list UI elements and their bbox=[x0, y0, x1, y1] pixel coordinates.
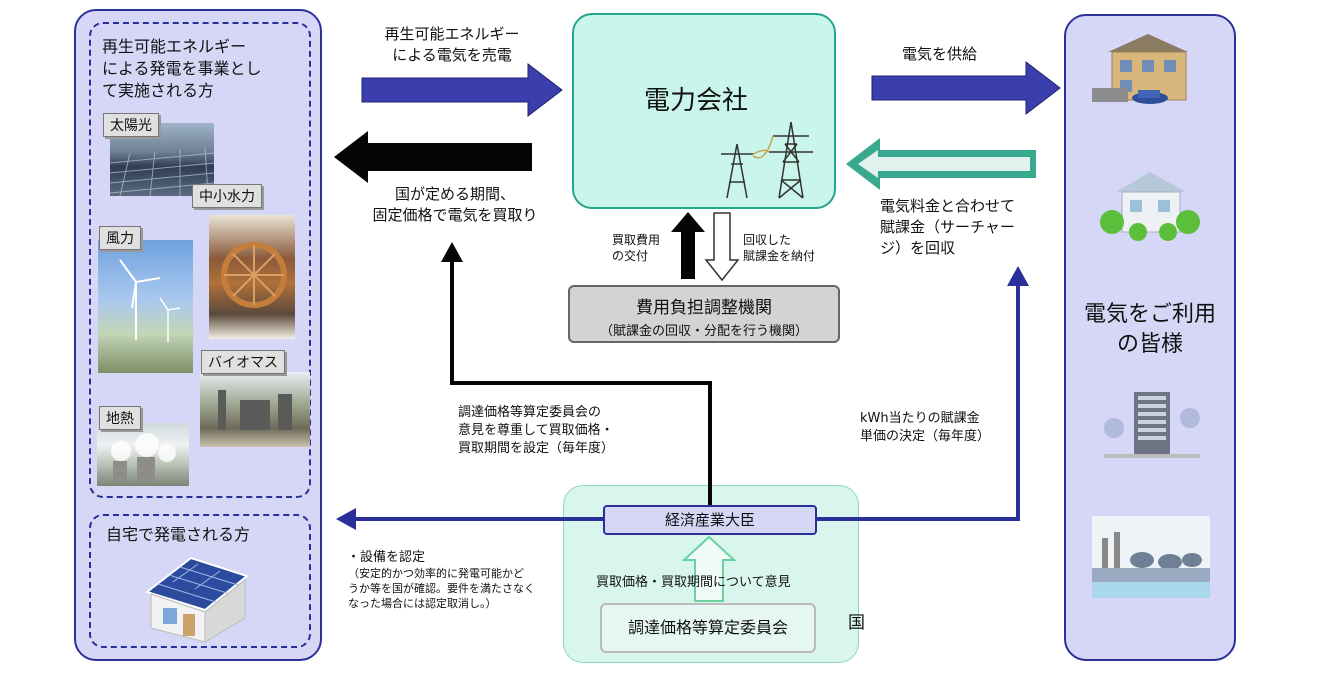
wind-turbine-photo bbox=[98, 240, 193, 373]
price-setting-line bbox=[450, 260, 712, 505]
sell-electricity-text: 再生可能エネルギー による電気を売電 bbox=[384, 25, 520, 64]
certify-text: ・設備を認定 bbox=[347, 550, 426, 565]
home-generators-box bbox=[89, 514, 311, 648]
procurement-price-committee-box: 調達価格等算定委員会 bbox=[600, 603, 816, 653]
purchase-opinion-text: 買取価格・買取期間について意見 bbox=[596, 575, 791, 590]
hydro-label: 中小水力 bbox=[192, 184, 262, 208]
committee-opinion-text: 調達価格等算定委員会の 意見を尊重して買取価格・ 買取期間を設定（毎年度） bbox=[458, 405, 615, 456]
government-label: 国 bbox=[848, 613, 865, 633]
solar-farm-photo bbox=[110, 123, 214, 196]
surcharge-payment-text: 回収した 賦課金を納付 bbox=[743, 233, 816, 263]
meti-minister-box: 経済産業大臣 bbox=[603, 505, 817, 535]
business-generators-box bbox=[89, 22, 311, 498]
supply-electricity-arrow bbox=[871, 60, 1061, 116]
business-generators-title: 再生可能エネルギー による発電を事業とし て実施される方 bbox=[102, 37, 262, 100]
surcharge-down-arrow bbox=[704, 212, 740, 282]
committee-opinion-arrow bbox=[681, 535, 737, 602]
adjustment-subtitle: （賦課金の回収・分配を行う機関） bbox=[599, 324, 808, 339]
solar-house-icon bbox=[143, 552, 250, 644]
surcharge-rate-line bbox=[817, 284, 1020, 521]
certify-note: （安定的かつ効率的に発電可能かど うか等を国が確認。要件を満たさなく なった場合… bbox=[348, 567, 535, 610]
solar-label: 太陽光 bbox=[103, 113, 159, 137]
hydro-wheel-photo bbox=[209, 215, 295, 339]
electric-utility-box bbox=[572, 13, 836, 209]
residence-with-trees-icon bbox=[1098, 166, 1200, 242]
transmission-tower-icon bbox=[719, 118, 829, 200]
kwh-surcharge-text: kWh当たりの賦課金 単価の決定（毎年度） bbox=[860, 411, 991, 444]
cost-adjustment-organization: 費用負担調整機関 （賦課金の回収・分配を行う機関） bbox=[568, 285, 840, 343]
subsidy-up-arrow bbox=[671, 212, 705, 279]
electric-utility-title: 電力会社 bbox=[644, 86, 749, 116]
wind-label: 風力 bbox=[99, 226, 141, 250]
house-with-car-icon bbox=[1088, 30, 1198, 108]
supply-electricity-text: 電気を供給 bbox=[902, 45, 978, 63]
sell-electricity-arrow bbox=[361, 62, 563, 118]
adjustment-title: 費用負担調整機関 bbox=[636, 298, 772, 318]
geothermal-photo bbox=[97, 423, 189, 486]
home-generators-title: 自宅で発電される方 bbox=[106, 525, 251, 544]
surcharge-collect-text: 電気料金と合わせて 賦課金（サーチャー ジ）を回収 bbox=[880, 197, 1016, 257]
factory-icon bbox=[1092, 516, 1210, 598]
fixed-price-purchase-arrow bbox=[334, 131, 532, 183]
office-building-icon bbox=[1104, 388, 1200, 460]
customers-title: 電気をご利用 の皆様 bbox=[1083, 302, 1216, 357]
subsidy-text: 買取費用 の交付 bbox=[612, 233, 661, 263]
geothermal-label: 地熱 bbox=[99, 406, 141, 430]
biomass-label: バイオマス bbox=[201, 350, 285, 374]
biomass-plant-photo bbox=[200, 372, 310, 447]
fixed-price-purchase-text: 国が定める期間、 固定価格で電気を買取り bbox=[372, 185, 538, 224]
